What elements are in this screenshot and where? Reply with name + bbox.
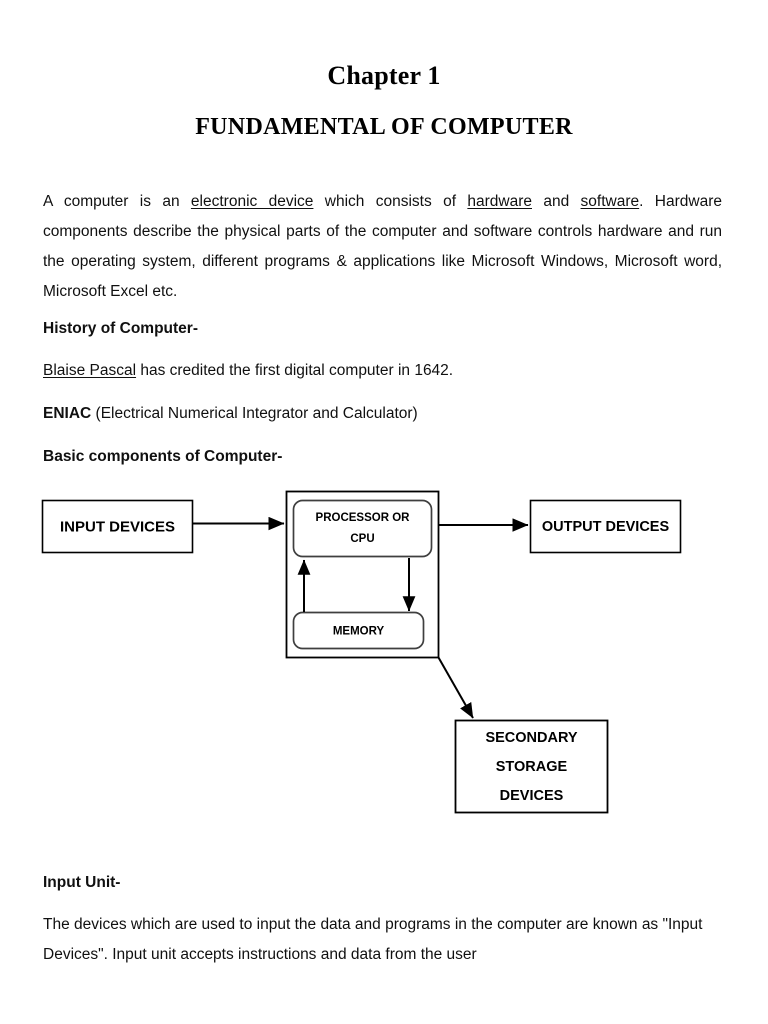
node-label-secondary-line1: SECONDARY xyxy=(485,730,577,746)
node-label-secondary-line2: STORAGE xyxy=(496,759,568,775)
node-processor-cpu: PROCESSOR OR CPU xyxy=(292,499,433,558)
node-label-secondary-line3: DEVICES xyxy=(500,788,564,804)
document-subtitle: FUNDAMENTAL OF COMPUTER xyxy=(195,113,573,140)
intro-segment-1: A computer is an xyxy=(43,192,191,210)
node-label-input-devices: INPUT DEVICES xyxy=(60,518,175,535)
term-electronic-device: electronic device xyxy=(190,192,314,210)
term-eniac: ENIAC xyxy=(43,404,92,422)
node-label-processor-line1: PROCESSOR OR xyxy=(316,512,411,524)
node-label-processor-line2: CPU xyxy=(350,533,374,545)
section-heading-basic-components: Basic components of Computer- xyxy=(43,447,283,465)
intro-segment-2: which consists of xyxy=(313,192,468,210)
intro-segment-4: . Hardware components describe the physi… xyxy=(43,192,722,300)
intro-paragraph: A computer is an electronic device which… xyxy=(43,187,722,307)
node-input-devices: INPUT DEVICES xyxy=(41,499,194,554)
eniac-line: ENIAC (Electrical Numerical Integrator a… xyxy=(43,399,722,429)
term-software: software xyxy=(580,192,640,210)
pascal-line-rest: has credited the first digital computer … xyxy=(136,361,454,379)
input-unit-paragraph: The devices which are used to input the … xyxy=(43,915,703,963)
node-memory: MEMORY xyxy=(292,611,425,650)
node-output-devices: OUTPUT DEVICES xyxy=(529,499,682,554)
section-heading-history: History of Computer- xyxy=(43,319,198,337)
term-hardware: hardware xyxy=(467,192,532,210)
eniac-expansion: (Electrical Numerical Integrator and Cal… xyxy=(91,404,418,422)
page-title: Chapter 1 xyxy=(327,61,441,91)
term-blaise-pascal: Blaise Pascal xyxy=(43,361,137,379)
edge-cpu-unit-to-secondary-storage xyxy=(437,657,474,719)
computer-architecture-diagram: INPUT DEVICES PROCESSOR OR CPU MEMORY xyxy=(0,470,768,830)
pascal-line: Blaise Pascal has credited the first dig… xyxy=(43,356,722,386)
intro-segment-3: and xyxy=(531,192,581,210)
section-heading-input-unit: Input Unit- xyxy=(43,873,121,891)
node-label-output-devices: OUTPUT DEVICES xyxy=(542,519,670,535)
node-secondary-storage-devices: SECONDARY STORAGE DEVICES xyxy=(454,719,609,814)
node-label-memory: MEMORY xyxy=(333,626,385,638)
diagram-canvas: INPUT DEVICES PROCESSOR OR CPU MEMORY xyxy=(41,490,682,814)
